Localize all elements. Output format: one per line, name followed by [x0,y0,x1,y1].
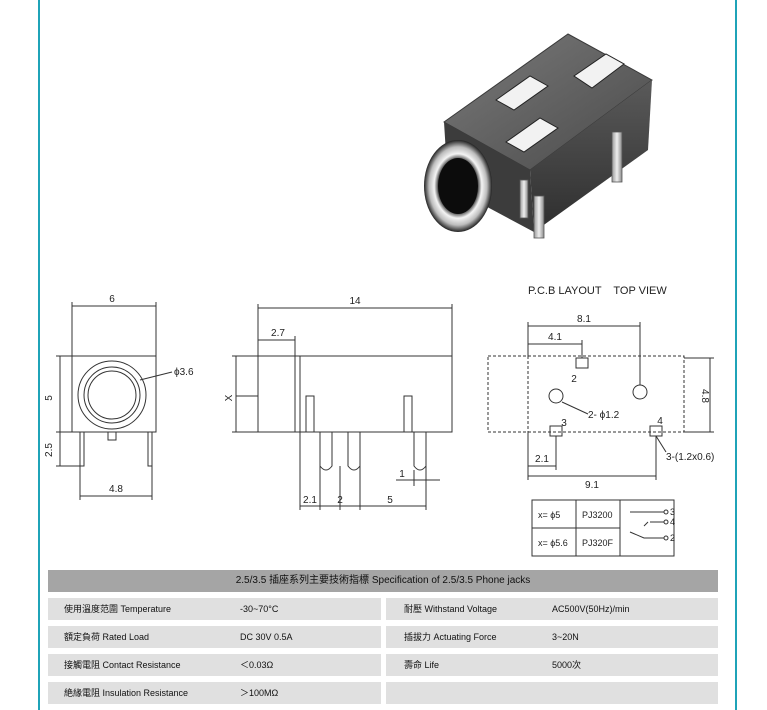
spec-table: 2.5/3.5 插座系列主要技術指標 Specification of 2.5/… [48,570,718,710]
spec-row: 使用溫度范圍 Temperature -30~70°C 耐壓 Withstand… [48,598,718,620]
spec-label-contact-resistance: 接觸電阻 Contact Resistance [64,660,181,670]
spec-label-rated-load: 額定負荷 Rated Load [64,632,150,642]
spec-row: 絶緣電阻 Insulation Resistance ＞100MΩ [48,682,718,704]
spec-label-temperature: 使用溫度范圍 Temperature [64,604,172,614]
side-length-label: 14 [349,296,361,307]
model-row-1-x: x= ϕ5 [538,510,560,520]
front-view [56,302,173,500]
model-row-2-model: PJ320F [582,538,614,548]
spec-value-actuating-force: 3~20N [552,632,579,642]
spec-label-actuating-force: 插拔力 Actuating Force [404,632,497,642]
model-row-1-model: PJ3200 [582,510,613,520]
spec-row: 額定負荷 Rated Load DC 30V 0.5A 插拔力 Actuatin… [48,626,718,648]
front-view-labels: 6 5 2.5 4.8 ϕ3.6 [44,294,194,495]
spec-value-insulation-resistance: ＞100MΩ [240,688,279,698]
pcb-pad-2-label: 2 [571,374,577,385]
model-table [531,499,675,557]
pcb-dim-4-8: 4.8 [699,389,710,403]
pcb-layout [487,322,714,480]
side-pitch-b-label: 2 [337,495,343,506]
spec-value-withstand-voltage: AC500V(50Hz)/min [552,604,630,614]
side-pitch-c-label: 5 [387,495,393,506]
pcb-pad-3-label: 3 [561,418,567,429]
spec-label-empty [404,682,554,704]
left-border-line [38,0,40,710]
spec-value-temperature: -30~70°C [240,604,279,614]
front-bore-label: ϕ3.6 [174,367,194,378]
pcb-dim-9-1: 9.1 [585,480,599,491]
spec-value-rated-load: DC 30V 0.5A [240,632,293,642]
right-border-line [735,0,737,710]
pcb-dim-8-1: 8.1 [577,314,591,325]
spec-value-empty [552,682,712,704]
spec-row: 接觸電阻 Contact Resistance ＜0.03Ω 壽命 Life 5… [48,654,718,676]
spec-value-contact-resistance: ＜0.03Ω [240,660,274,670]
spec-label-withstand-voltage: 耐壓 Withstand Voltage [404,604,498,614]
pcb-slot-label: 3-(1.2x0.6) [666,452,714,463]
side-view-labels: 14 2.7 X 2.1 2 5 1 [224,296,405,506]
model-row-2-x: x= ϕ5.6 [538,538,568,548]
product-photo [424,33,653,239]
technical-drawing: 6 5 2.5 4.8 ϕ3.6 [44,33,714,557]
front-pin-span-label: 4.8 [109,484,123,495]
spec-label-life: 壽命 Life [404,660,440,670]
side-x-label: X [224,394,235,401]
front-lower-height-label: 2.5 [44,443,55,457]
pcb-labels: P.C.B LAYOUT TOP VIEW 8.1 4.1 4.8 2.1 9.… [528,285,714,491]
pcb-title: P.C.B LAYOUT TOP VIEW [528,285,667,297]
side-view [232,304,453,510]
spec-label-insulation-resistance: 絶緣電阻 Insulation Resistance [64,688,189,698]
pcb-dim-2-1: 2.1 [535,454,549,465]
pcb-dim-4-1: 4.1 [548,332,562,343]
side-pin-width-label: 1 [399,469,405,480]
model-table-labels: x= ϕ5 PJ3200 x= ϕ5.6 PJ320F 3 4 2 [538,507,675,548]
side-pitch-a-label: 2.1 [303,495,317,506]
front-width-label: 6 [109,294,115,305]
schematic-pin-3: 3 [670,507,675,517]
pcb-pad-4-label: 4 [657,416,663,427]
side-offset-label: 2.7 [271,328,285,339]
spec-value-life: 5000次 [552,660,582,670]
schematic-pin-2: 2 [670,533,675,543]
spec-header: 2.5/3.5 插座系列主要技術指標 Specification of 2.5/… [48,570,718,592]
schematic-pin-4: 4 [670,517,675,527]
pcb-hole-label: 2- ϕ1.2 [588,410,620,421]
front-height-label: 5 [44,395,55,401]
